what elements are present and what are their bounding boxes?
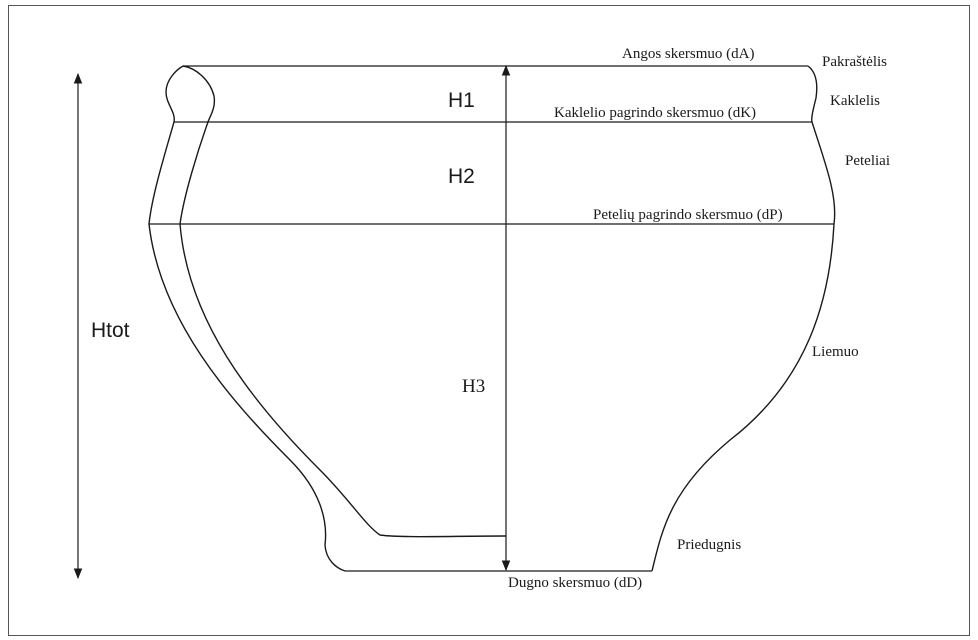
body-label: Liemuo bbox=[812, 344, 859, 360]
opening-diameter-label: Angos skersmuo (dA) bbox=[622, 46, 755, 62]
neck-label: Kaklelis bbox=[830, 93, 880, 109]
vessel-left-profile-outer bbox=[148, 65, 346, 572]
h2-label: H2 bbox=[448, 165, 475, 188]
vessel-right-profile bbox=[651, 65, 836, 572]
figure-frame bbox=[8, 5, 970, 636]
vessel-left-profile-inner bbox=[179, 65, 507, 538]
neck-base-diameter-label: Kaklelio pagrindo skersmuo (dK) bbox=[554, 105, 756, 121]
bottom-diameter-label: Dugno skersmuo (dD) bbox=[508, 575, 642, 591]
shoulder-base-diameter-label: Petelių pagrindo skersmuo (dP) bbox=[593, 207, 783, 223]
h1-label: H1 bbox=[448, 89, 475, 112]
htot-label: Htot bbox=[91, 319, 130, 342]
rim-label: Pakraštėlis bbox=[822, 54, 887, 70]
shoulders-label: Peteliai bbox=[845, 153, 890, 169]
base-label: Priedugnis bbox=[677, 537, 741, 553]
h3-label: H3 bbox=[462, 376, 485, 397]
